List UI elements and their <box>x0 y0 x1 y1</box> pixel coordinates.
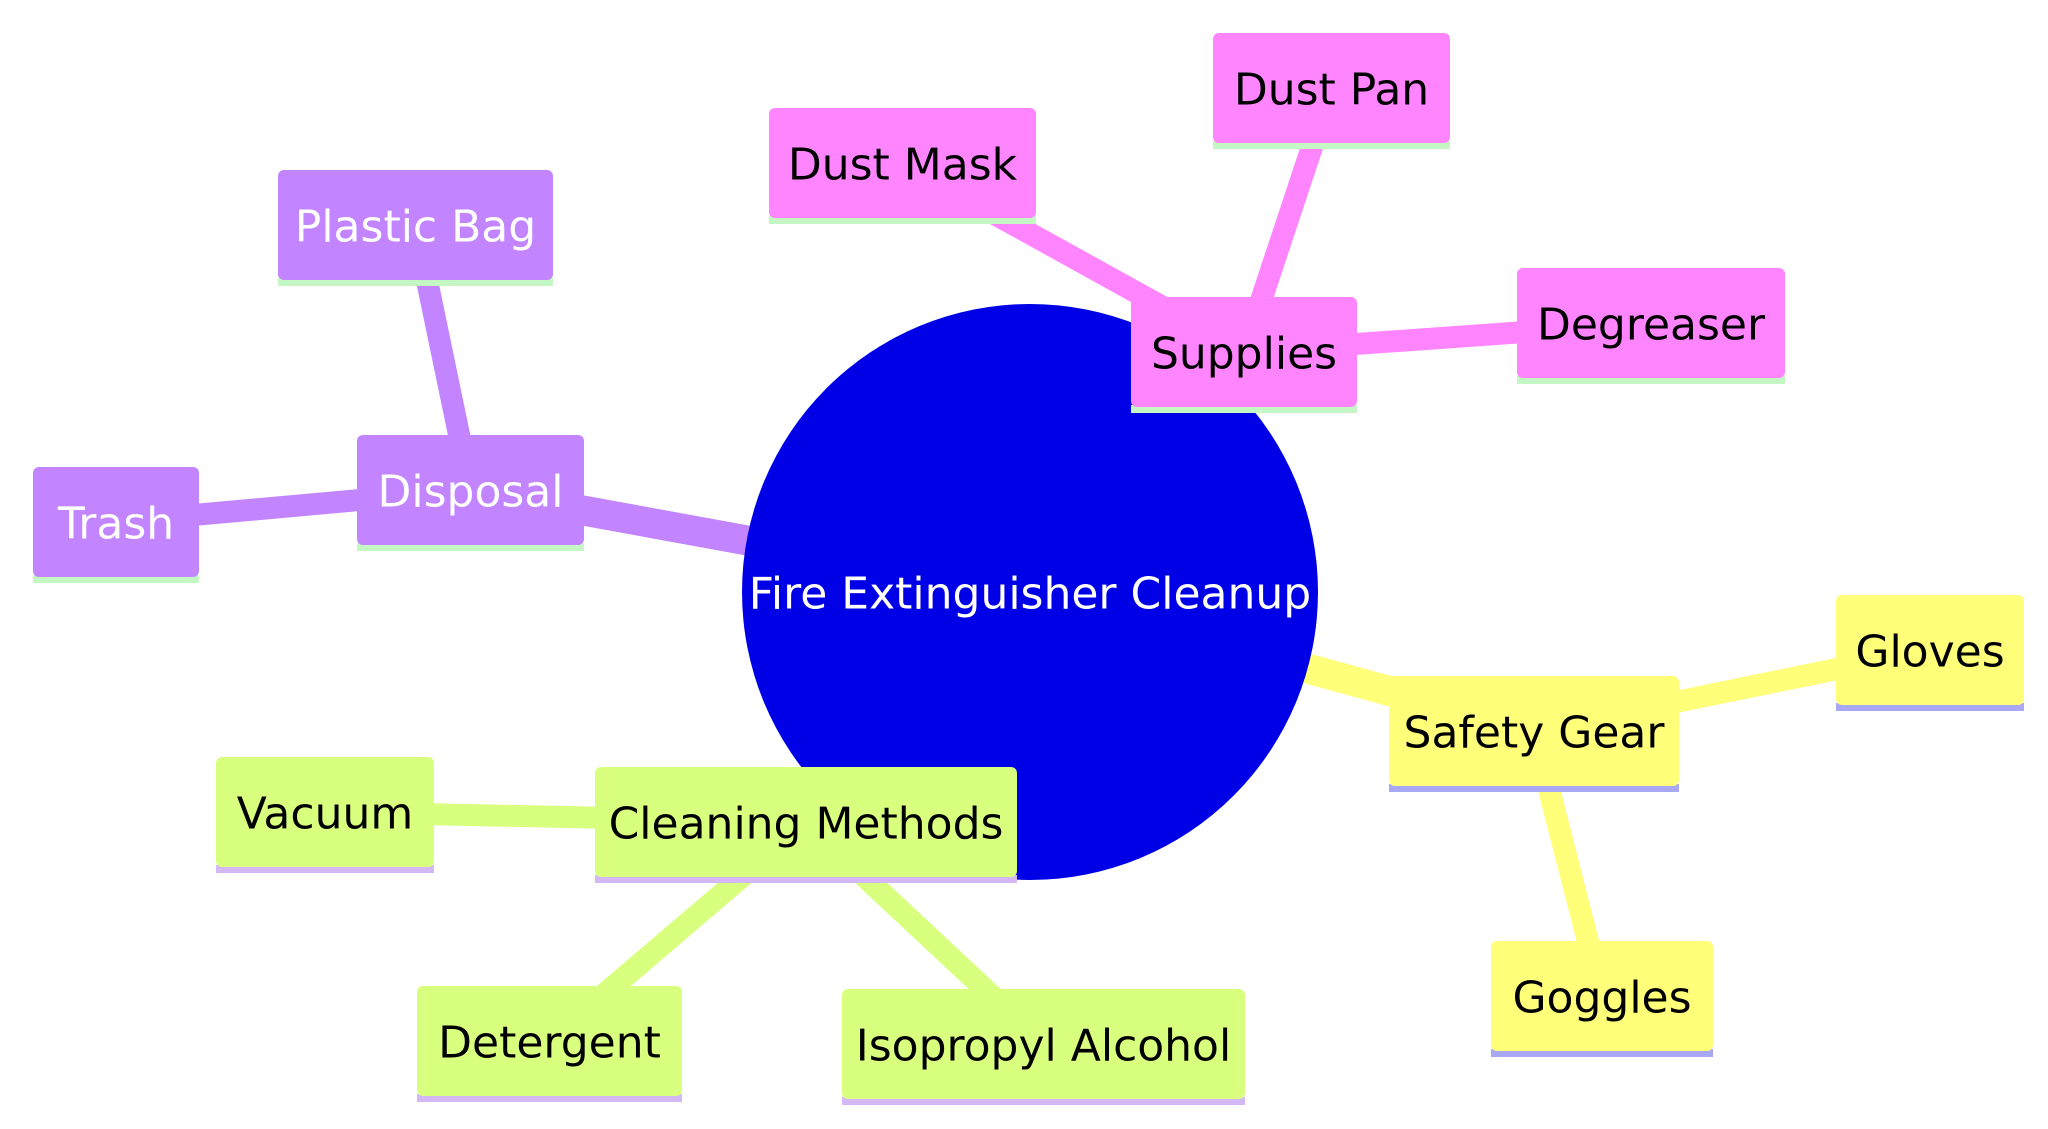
nodes-layer: Supplies Dust Mask Dust PanDegreaserDispos… <box>33 33 2024 1105</box>
disposal-box <box>357 435 584 545</box>
vacuum-underline <box>216 865 434 873</box>
isopropyl-alcohol-label: Isopropyl Alcohol <box>856 1021 1231 1072</box>
vacuum-node[interactable]: Vacuum <box>216 757 434 873</box>
disposal-label: Disposal <box>378 467 564 518</box>
plastic-bag-underline <box>278 278 553 286</box>
supplies-box <box>1131 297 1357 407</box>
safety-gear-label: Safety Gear <box>1404 708 1666 759</box>
gloves-node[interactable]: Gloves <box>1836 595 2024 711</box>
gloves-underline <box>1836 703 2024 711</box>
detergent-label: Detergent <box>438 1018 661 1069</box>
trash-underline <box>33 575 199 583</box>
degreaser-underline <box>1517 376 1785 384</box>
root-node-label: Fire Extinguisher Cleanup <box>749 569 1311 620</box>
root-node-circle[interactable] <box>742 304 1318 880</box>
degreaser-label: Degreaser <box>1537 300 1766 351</box>
safety-gear-box <box>1389 676 1679 786</box>
trash-label: Trash <box>57 499 174 550</box>
supplies-label: Supplies <box>1151 329 1337 380</box>
plastic-bag-label: Plastic Bag <box>295 202 536 253</box>
detergent-box <box>417 986 682 1096</box>
goggles-label: Goggles <box>1512 973 1691 1024</box>
trash-node[interactable]: Trash <box>33 467 199 583</box>
root-layer: Fire Extinguisher Cleanup <box>742 304 1318 880</box>
cleaning-methods-box <box>595 767 1017 877</box>
dust-mask-box <box>769 108 1036 218</box>
trash-box <box>33 467 199 577</box>
dust-pan-underline <box>1213 141 1450 149</box>
degreaser-node[interactable]: Degreaser <box>1517 268 1785 384</box>
safety-gear-underline <box>1389 784 1679 792</box>
detergent-node[interactable]: Detergent <box>417 986 682 1102</box>
goggles-underline <box>1491 1049 1713 1057</box>
plastic-bag-box <box>278 170 553 280</box>
dust-pan-label: Dust Pan <box>1234 65 1429 116</box>
cleaning-methods-branch-node[interactable]: Cleaning Methods <box>595 767 1017 883</box>
cleaning-methods-underline <box>595 875 1017 883</box>
degreaser-box <box>1517 268 1785 378</box>
goggles-box <box>1491 941 1713 1051</box>
gloves-label: Gloves <box>1855 627 2004 678</box>
dust-pan-node[interactable]: Dust Pan <box>1213 33 1450 149</box>
isopropyl-alcohol-underline <box>842 1097 1245 1105</box>
supplies-branch-node[interactable]: Supplies <box>1131 297 1357 413</box>
isopropyl-alcohol-box <box>842 989 1245 1099</box>
dust-mask-underline <box>769 216 1036 224</box>
plastic-bag-node[interactable]: Plastic Bag <box>278 170 553 286</box>
isopropyl-alcohol-node[interactable]: Isopropyl Alcohol <box>842 989 1245 1105</box>
disposal-branch-node[interactable]: Disposal <box>357 435 584 551</box>
gloves-box <box>1836 595 2024 705</box>
goggles-node[interactable]: Goggles <box>1491 941 1713 1057</box>
disposal-underline <box>357 543 584 551</box>
dust-mask-label: Dust Mask <box>788 140 1018 191</box>
detergent-underline <box>417 1094 682 1102</box>
dust-mask-node[interactable]: Dust Mask <box>769 108 1036 224</box>
dust-pan-box <box>1213 33 1450 143</box>
vacuum-label: Vacuum <box>237 789 413 840</box>
supplies-underline <box>1131 405 1357 413</box>
safety-gear-branch-node[interactable]: Safety Gear <box>1389 676 1679 792</box>
vacuum-box <box>216 757 434 867</box>
cleaning-methods-label: Cleaning Methods <box>609 799 1004 850</box>
